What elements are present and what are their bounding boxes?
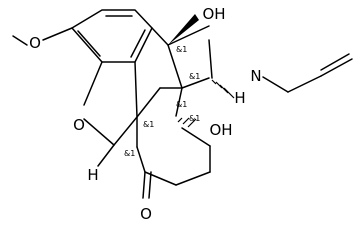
bond-c14b	[181, 127, 211, 147]
bond-allyl-2	[320, 58, 353, 77]
atom-carbonyl-oxygen: O	[140, 205, 152, 223]
bond-c5-c6	[136, 146, 146, 173]
bond-c10-c14	[167, 44, 183, 89]
bond-furan-d	[134, 61, 138, 118]
bond-c7-c8	[175, 171, 211, 186]
stereo-label: &1	[143, 120, 154, 129]
bond-wedge-oh-top	[168, 14, 199, 45]
stereo-label: &1	[176, 45, 187, 54]
bond-c14-c8	[175, 87, 183, 117]
bond-aromatic-inner-2	[130, 29, 146, 58]
atom-methoxy-oxygen: O	[29, 34, 41, 52]
bond-furan-b	[83, 118, 115, 146]
atom-labels: O O O N OH OH H H	[29, 5, 262, 223]
bond-c10-n	[167, 25, 210, 46]
bond-furan-a	[83, 61, 103, 106]
bond-furan-c	[113, 116, 138, 146]
bond-h-left	[97, 144, 115, 167]
stereo-labels: &1 &1 &1 &1 &1 &1	[124, 45, 200, 158]
bond-carbonyl-2	[148, 171, 152, 199]
atom-nitrogen: N	[250, 67, 261, 85]
stereo-label: &1	[176, 100, 187, 109]
atom-hydroxyl-top: OH	[202, 5, 225, 23]
bond-c13-c15	[136, 87, 161, 118]
stereo-label: &1	[189, 114, 200, 123]
bond-hash-h-right	[211, 79, 235, 99]
bond-n-allyl	[262, 76, 289, 93]
atom-hydrogen-right: H	[234, 89, 245, 107]
atom-ring-oxygen: O	[73, 116, 85, 134]
atom-hydroxyl-mid: OH	[209, 121, 232, 139]
bond-c9-c14	[181, 77, 210, 89]
chemical-structure-diagram: O O O N OH OH H H &1 &1 &1 &1 &1 &1	[12, 5, 353, 223]
stereo-label: &1	[189, 72, 200, 81]
bond-allyl-1	[287, 75, 322, 93]
bond-lines	[12, 9, 353, 199]
bond-methyl	[12, 35, 28, 46]
bond-hash-oh-mid	[177, 117, 197, 128]
stereo-label: &1	[124, 149, 135, 158]
bond-n-c9	[208, 39, 213, 79]
bond-aromatic-inner-3	[77, 30, 101, 57]
atom-hydrogen-left: H	[87, 166, 98, 184]
bond-aromatic-c10	[151, 27, 169, 46]
bond-allyl-2b	[320, 53, 350, 71]
bond-aromatic-ring	[71, 9, 153, 63]
bond-methoxy-aromatic	[42, 27, 73, 41]
bond-carbonyl-1	[142, 171, 146, 199]
